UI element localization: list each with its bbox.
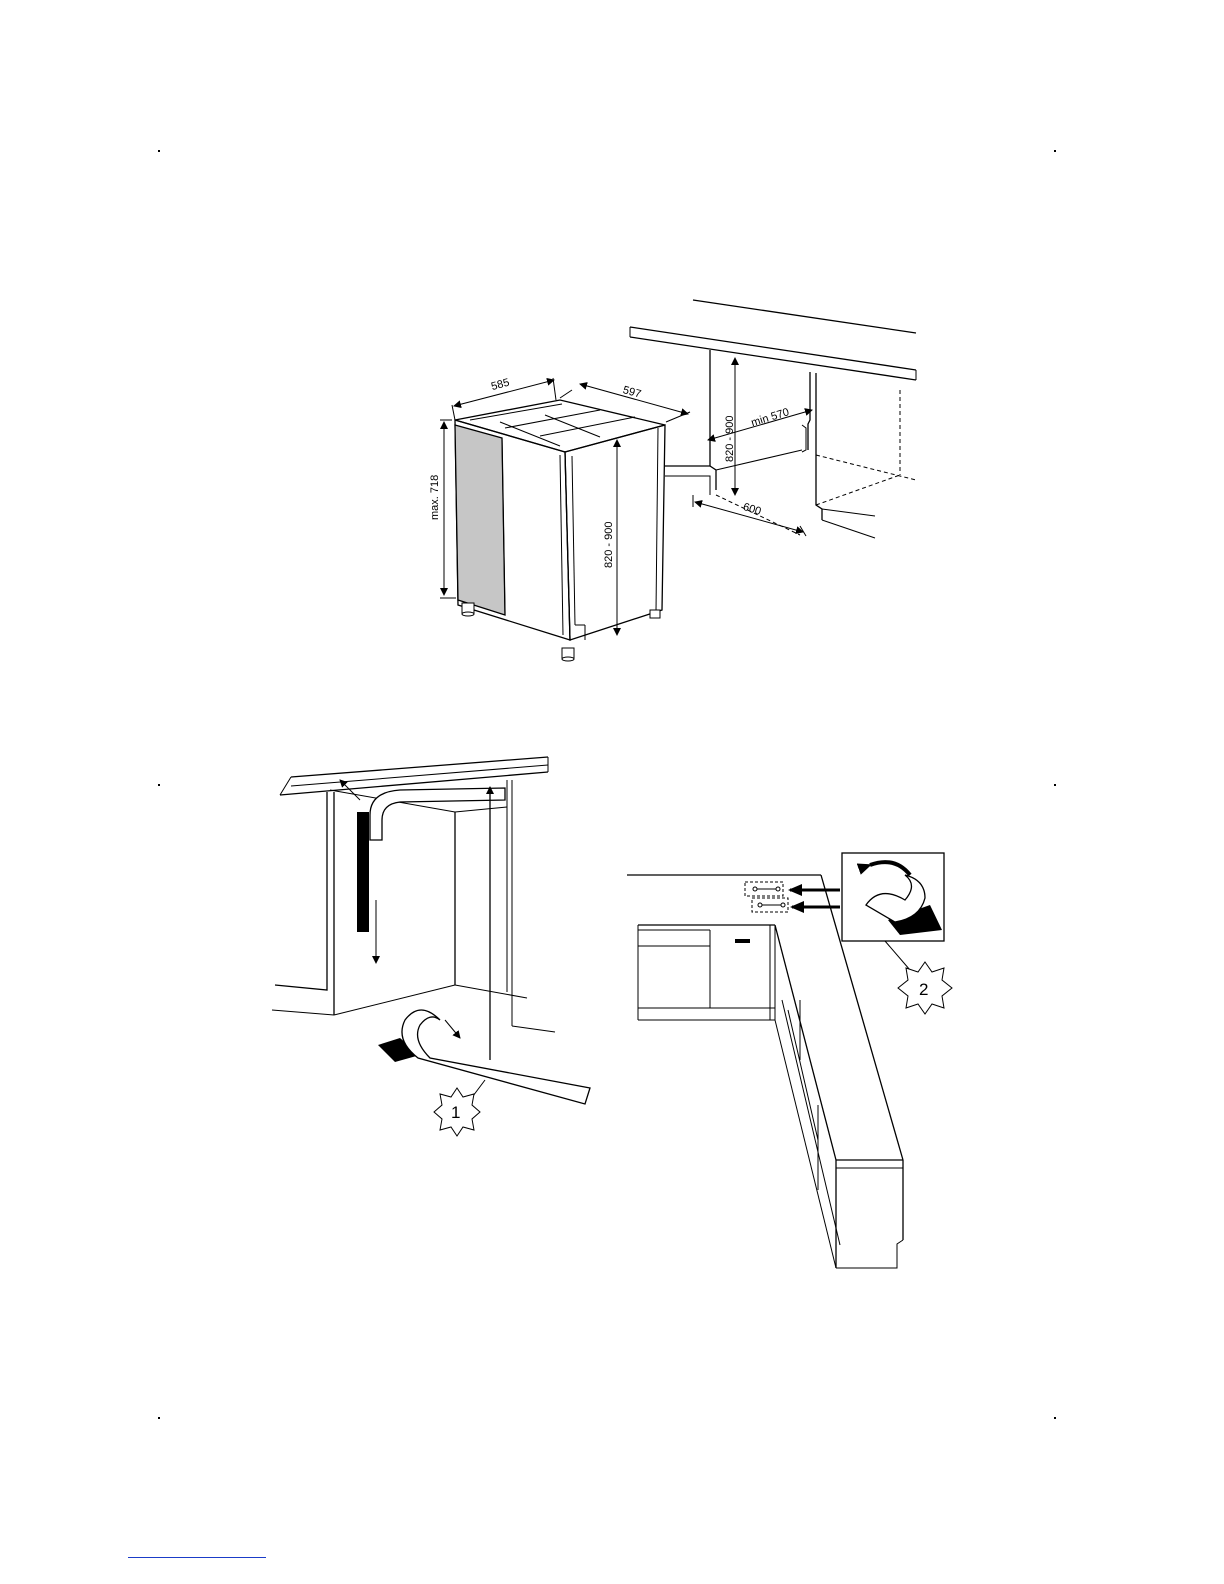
countertop-tape-figure: 2 (627, 853, 952, 1268)
door-panel (455, 425, 505, 615)
callout-2-label: 2 (919, 980, 928, 999)
dim-niche-width-label: min 570 (750, 406, 791, 429)
dishwasher-body (455, 400, 665, 661)
callout-1-label: 1 (451, 1103, 460, 1122)
footer-rule (128, 1557, 266, 1558)
tape-application-figure: 1 (272, 757, 590, 1136)
dim-width-label: 597 (621, 384, 642, 400)
dim-height-right-label: 820 - 900 (603, 522, 615, 568)
crop-marks (158, 150, 1056, 1419)
dim-depth-label: 585 (490, 377, 511, 393)
appliance-dimensions-figure: 585 597 max. 718 820 - 900 (429, 300, 916, 661)
dim-niche-height-label: 820 - 900 (724, 416, 736, 462)
dim-height-left-label: max. 718 (429, 475, 441, 520)
